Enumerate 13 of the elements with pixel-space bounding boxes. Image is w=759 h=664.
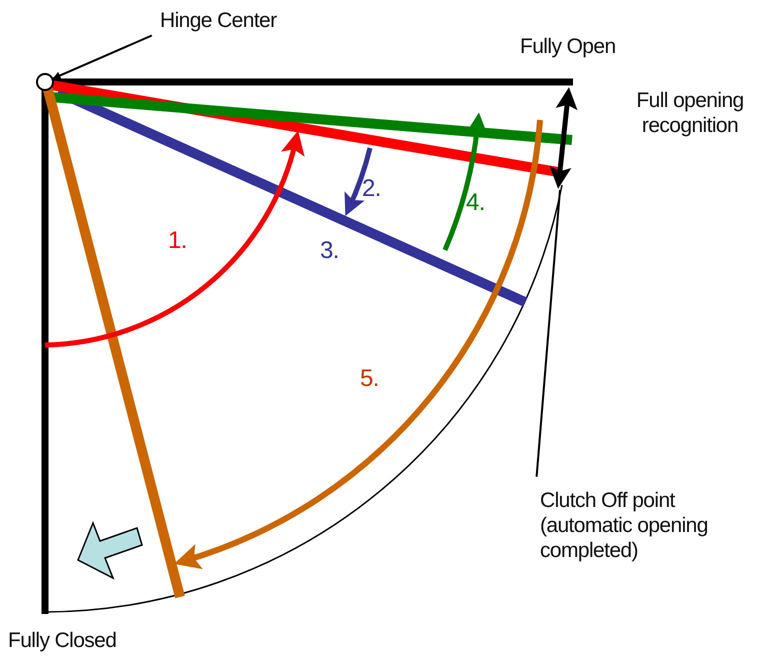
step-number: 5.: [360, 366, 379, 391]
hinge-circle: [36, 73, 54, 91]
step-number: 4.: [466, 190, 485, 215]
position-label: Full opening recognition: [635, 88, 745, 138]
step-number: 3.: [320, 238, 339, 263]
callout-text: Clutch Off point (automatic opening completed): [540, 488, 710, 563]
step-number: 2.: [362, 176, 381, 201]
leader-line: [52, 34, 152, 80]
position-label: Fully Closed: [8, 628, 116, 653]
leader-line: [536, 190, 561, 477]
position-label: Fully Open: [520, 34, 616, 59]
step-number: 1.: [168, 228, 187, 253]
callout-text: Hinge Center: [160, 8, 277, 33]
